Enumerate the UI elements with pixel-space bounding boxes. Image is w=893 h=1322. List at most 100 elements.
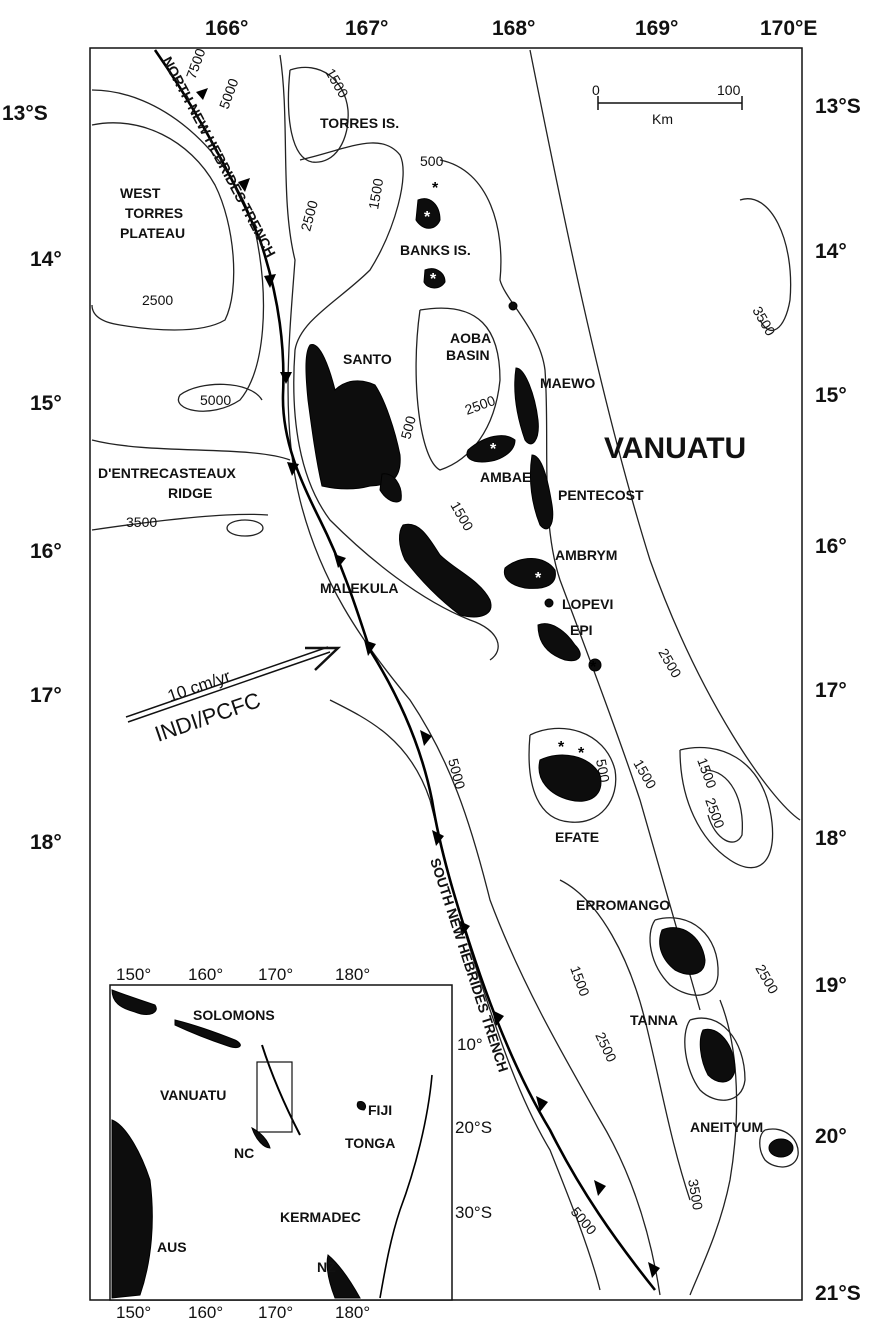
label-ambrym: AMBRYM bbox=[555, 547, 617, 563]
island-santo-south bbox=[379, 473, 402, 503]
contour-tanna bbox=[684, 1017, 746, 1101]
trench-tooth-10 bbox=[458, 920, 470, 936]
island-epi-east bbox=[588, 658, 602, 672]
inset-lon-bottom-150: 150° bbox=[116, 1303, 151, 1322]
scale-hundred: 100 bbox=[717, 82, 741, 98]
lat-right-21: 21°S bbox=[815, 1282, 861, 1305]
inset-lat-20: 20°S bbox=[455, 1118, 492, 1137]
island-pentecost bbox=[529, 454, 554, 530]
island-aneityum bbox=[768, 1138, 794, 1158]
lat-right-19: 19° bbox=[815, 974, 847, 997]
lon-label-168: 168° bbox=[492, 17, 535, 40]
island-maewo bbox=[514, 367, 539, 445]
lat-left-13: 13°S bbox=[2, 102, 48, 125]
volcano-star-efate-2: * bbox=[578, 745, 585, 762]
inset-label-vanuatu: VANUATU bbox=[160, 1087, 226, 1103]
contour-label-1500-ambae: 1500 bbox=[447, 499, 477, 534]
label-epi: EPI bbox=[570, 622, 593, 638]
inset-solomons bbox=[174, 1019, 241, 1048]
label-aoba-1: AOBA bbox=[450, 330, 491, 346]
lat-left-17: 17° bbox=[30, 684, 62, 707]
contour-label-1500-torres: 1500 bbox=[322, 66, 352, 101]
trench-tooth-5 bbox=[287, 462, 299, 476]
south-new-hebrides-trench bbox=[368, 649, 657, 1291]
inset-label-nz: NZ bbox=[317, 1259, 336, 1275]
inset-new-zealand bbox=[326, 1254, 361, 1299]
lat-right-20: 20° bbox=[815, 1125, 847, 1148]
lat-left-15: 15° bbox=[30, 392, 62, 415]
contour-south-1500 bbox=[559, 879, 691, 1201]
contour-arc-1500-west bbox=[293, 142, 499, 661]
bathymetric-contours bbox=[91, 49, 801, 1296]
scale-bar: 0 100 Km bbox=[592, 82, 743, 127]
contour-east-3500 bbox=[739, 198, 792, 332]
lat-left-16: 16° bbox=[30, 540, 62, 563]
contour-label-3500-east: 3500 bbox=[749, 304, 779, 339]
lat-right-18: 18° bbox=[815, 827, 847, 850]
contour-west-torres-2500 bbox=[91, 122, 235, 331]
island-epi bbox=[537, 623, 581, 662]
label-lopevi: LOPEVI bbox=[562, 596, 613, 612]
label-aneityum: ANEITYUM bbox=[690, 1119, 763, 1135]
trench-tooth-11 bbox=[492, 1010, 504, 1026]
label-vanuatu: VANUATU bbox=[604, 432, 746, 465]
contour-dentrecasteaux-3500 bbox=[91, 439, 291, 531]
inset-label-tonga: TONGA bbox=[345, 1135, 395, 1151]
contour-efate-500 bbox=[528, 727, 617, 823]
west-torres-label-3: PLATEAU bbox=[120, 225, 185, 241]
lat-right-15: 15° bbox=[815, 384, 847, 407]
inset-label-aus: AUS bbox=[157, 1239, 187, 1255]
contour-south-3500 bbox=[689, 999, 738, 1296]
island-banks-south bbox=[423, 268, 446, 289]
inset-label-fiji: FIJI bbox=[368, 1102, 392, 1118]
contour-label-2500-se: 2500 bbox=[752, 962, 782, 997]
west-torres-label-1: WEST bbox=[120, 185, 161, 201]
island-ambae bbox=[466, 435, 516, 463]
label-aoba-2: BASIN bbox=[446, 347, 490, 363]
inset-frame bbox=[109, 984, 453, 1301]
volcano-star-ambae: * bbox=[490, 441, 497, 458]
contour-label-1500-banks: 1500 bbox=[365, 177, 386, 211]
contour-label-1500-ridge: 1500 bbox=[694, 756, 720, 791]
trench-tooth-9 bbox=[432, 830, 444, 846]
trench bbox=[153, 49, 660, 1291]
contour-east-ridge-inner bbox=[704, 769, 744, 843]
island-efate bbox=[538, 754, 602, 802]
scale-unit: Km bbox=[652, 111, 673, 127]
lon-label-166: 166° bbox=[205, 17, 248, 40]
inset-map: 150° 160° 170° 180° 150° 160° 170° 180° … bbox=[109, 965, 492, 1322]
island-erromango bbox=[659, 927, 706, 975]
island-malekula bbox=[399, 523, 492, 618]
inset-lat-10: 10° bbox=[457, 1035, 483, 1054]
contour-label-1500-south: 1500 bbox=[567, 964, 593, 999]
contour-east-1500 bbox=[439, 159, 701, 1011]
lat-right-13: 13°S bbox=[815, 95, 861, 118]
lat-right-17: 17° bbox=[815, 679, 847, 702]
contour-label-500-santo: 500 bbox=[397, 414, 419, 441]
island-east-small bbox=[508, 301, 518, 311]
contour-torres-1500 bbox=[287, 66, 349, 163]
contour-label-3500-west: 3500 bbox=[126, 514, 157, 530]
trench-tooth-8 bbox=[420, 730, 432, 746]
trench-tooth-6 bbox=[334, 554, 346, 568]
inset-lon-bottom-180: 180° bbox=[335, 1303, 370, 1322]
volcano-star-epi: * bbox=[590, 659, 597, 676]
label-ambae: AMBAE bbox=[480, 469, 531, 485]
contour-west-5000 bbox=[91, 89, 265, 412]
inset-label-nc: NC bbox=[234, 1145, 254, 1161]
trench-tooth-1 bbox=[196, 88, 208, 100]
contour-label-2500-ridge: 2500 bbox=[702, 796, 728, 831]
scale-zero: 0 bbox=[592, 82, 600, 98]
lat-left-14: 14° bbox=[30, 248, 62, 271]
contour-seamount bbox=[226, 519, 264, 537]
trench-tooth-3 bbox=[264, 274, 276, 288]
inset-png bbox=[111, 989, 157, 1015]
inset-label-kermadec: KERMADEC bbox=[280, 1209, 361, 1225]
label-malekula: MALEKULA bbox=[320, 580, 399, 596]
trench-tooth-12 bbox=[536, 1096, 548, 1112]
lat-left-18: 18° bbox=[30, 831, 62, 854]
inset-lon-top-160: 160° bbox=[188, 965, 223, 984]
contour-label-500-banks: 500 bbox=[420, 153, 444, 169]
lat-right-16: 16° bbox=[815, 535, 847, 558]
